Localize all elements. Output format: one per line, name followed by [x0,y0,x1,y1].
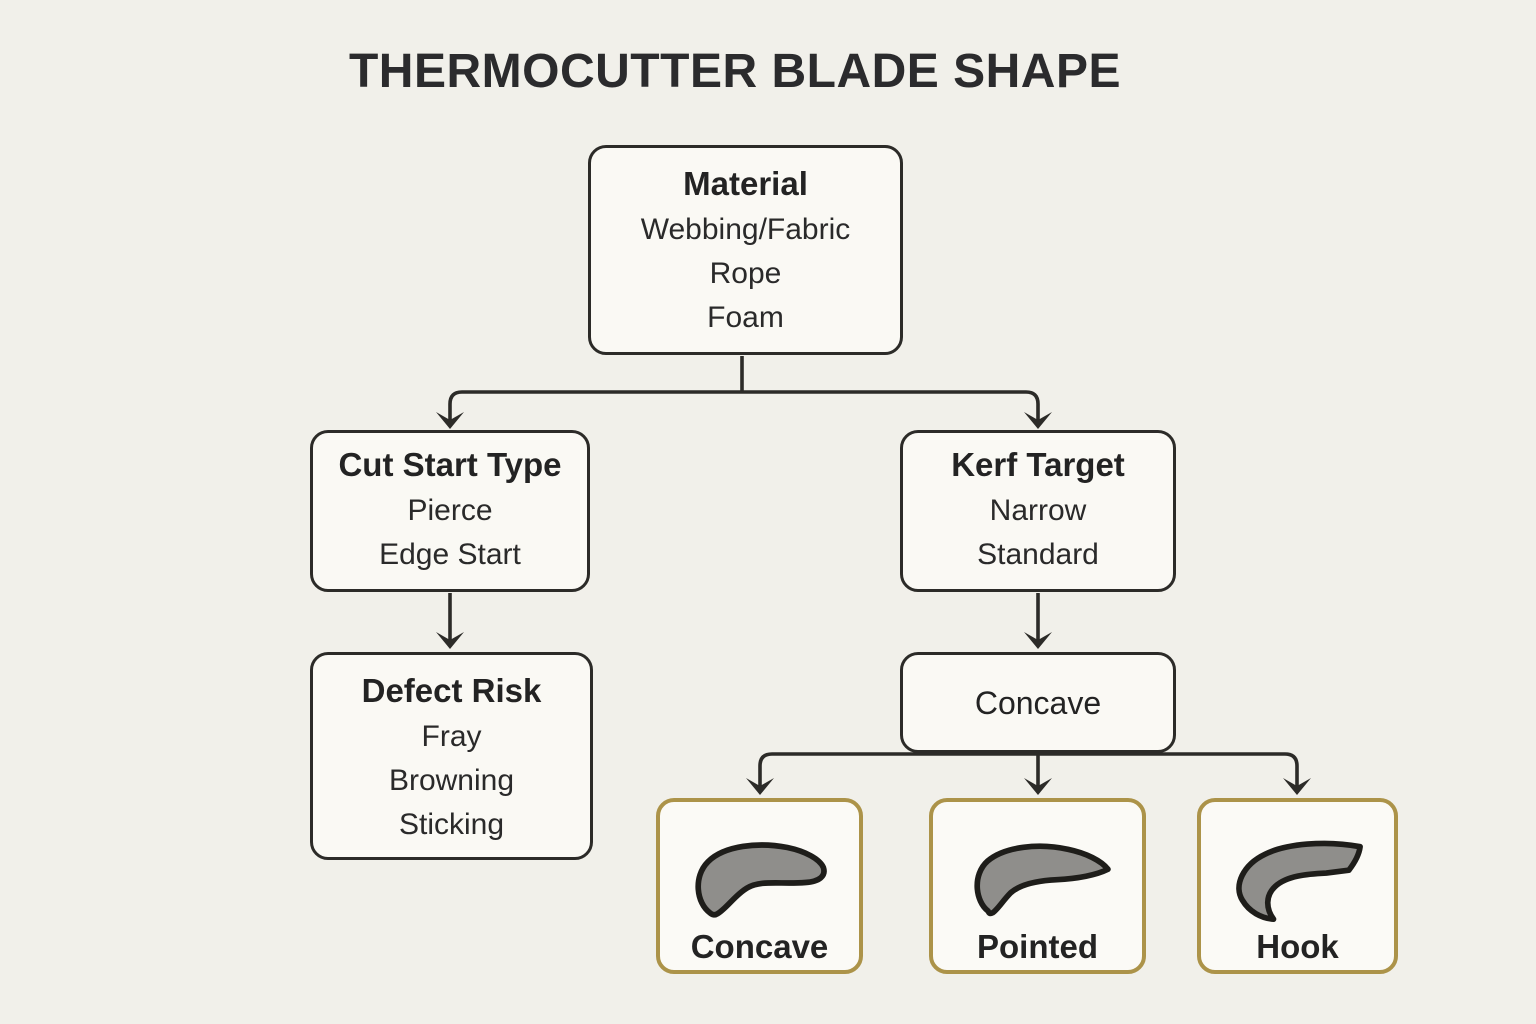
node-cut-start-type-line: Pierce [407,494,493,527]
arrowhead [436,632,464,649]
arrowhead [1024,632,1052,649]
arrowhead [436,412,464,429]
leaf-concave: Concave [656,798,863,974]
leaf-hook: Hook [1197,798,1398,974]
page-title: THERMOCUTTER BLADE SHAPE [348,45,1121,98]
leaf-pointed: Pointed [929,798,1146,974]
concave-blade-icon [694,842,827,918]
node-defect-risk-line: Browning [388,764,515,797]
node-material-line: Rope [709,257,782,290]
node-material-line: Webbing/Fabric [640,213,851,246]
node-concave-decision: Concave [900,652,1176,753]
node-cut-start-type-title: Cut Start Type [338,446,562,483]
node-material-title: Material [683,165,808,202]
pointed-blade-icon [973,843,1111,917]
edge-material-split [448,356,1040,420]
node-kerf-target-line: Narrow [989,494,1087,527]
leaf-pointed-label: Pointed [977,928,1098,965]
node-defect-risk-line: Fray [421,720,482,753]
node-cut-start-type-line: Edge Start [379,538,521,571]
node-defect-risk: Defect Risk Fray Browning Sticking [310,652,593,860]
leaf-concave-label: Concave [690,928,829,965]
node-kerf-target-title: Kerf Target [951,446,1125,483]
node-defect-risk-title: Defect Risk [361,672,542,709]
node-kerf-target-line: Standard [977,538,1099,571]
arrowhead [746,778,774,795]
node-cut-start-type: Cut Start Type Pierce Edge Start [310,430,590,592]
arrowhead [1024,412,1052,429]
arrowhead [1283,778,1311,795]
node-material-line: Foam [707,301,784,334]
node-kerf-target: Kerf Target Narrow Standard [900,430,1176,592]
arrowhead [1024,778,1052,795]
node-material: Material Webbing/Fabric Rope Foam [588,145,903,355]
node-concave-decision-title: Concave [974,684,1102,721]
edge-concave-leaves [758,752,1299,786]
hook-blade-icon [1235,840,1363,923]
leaf-hook-label: Hook [1256,928,1339,965]
node-defect-risk-line: Sticking [398,808,505,841]
